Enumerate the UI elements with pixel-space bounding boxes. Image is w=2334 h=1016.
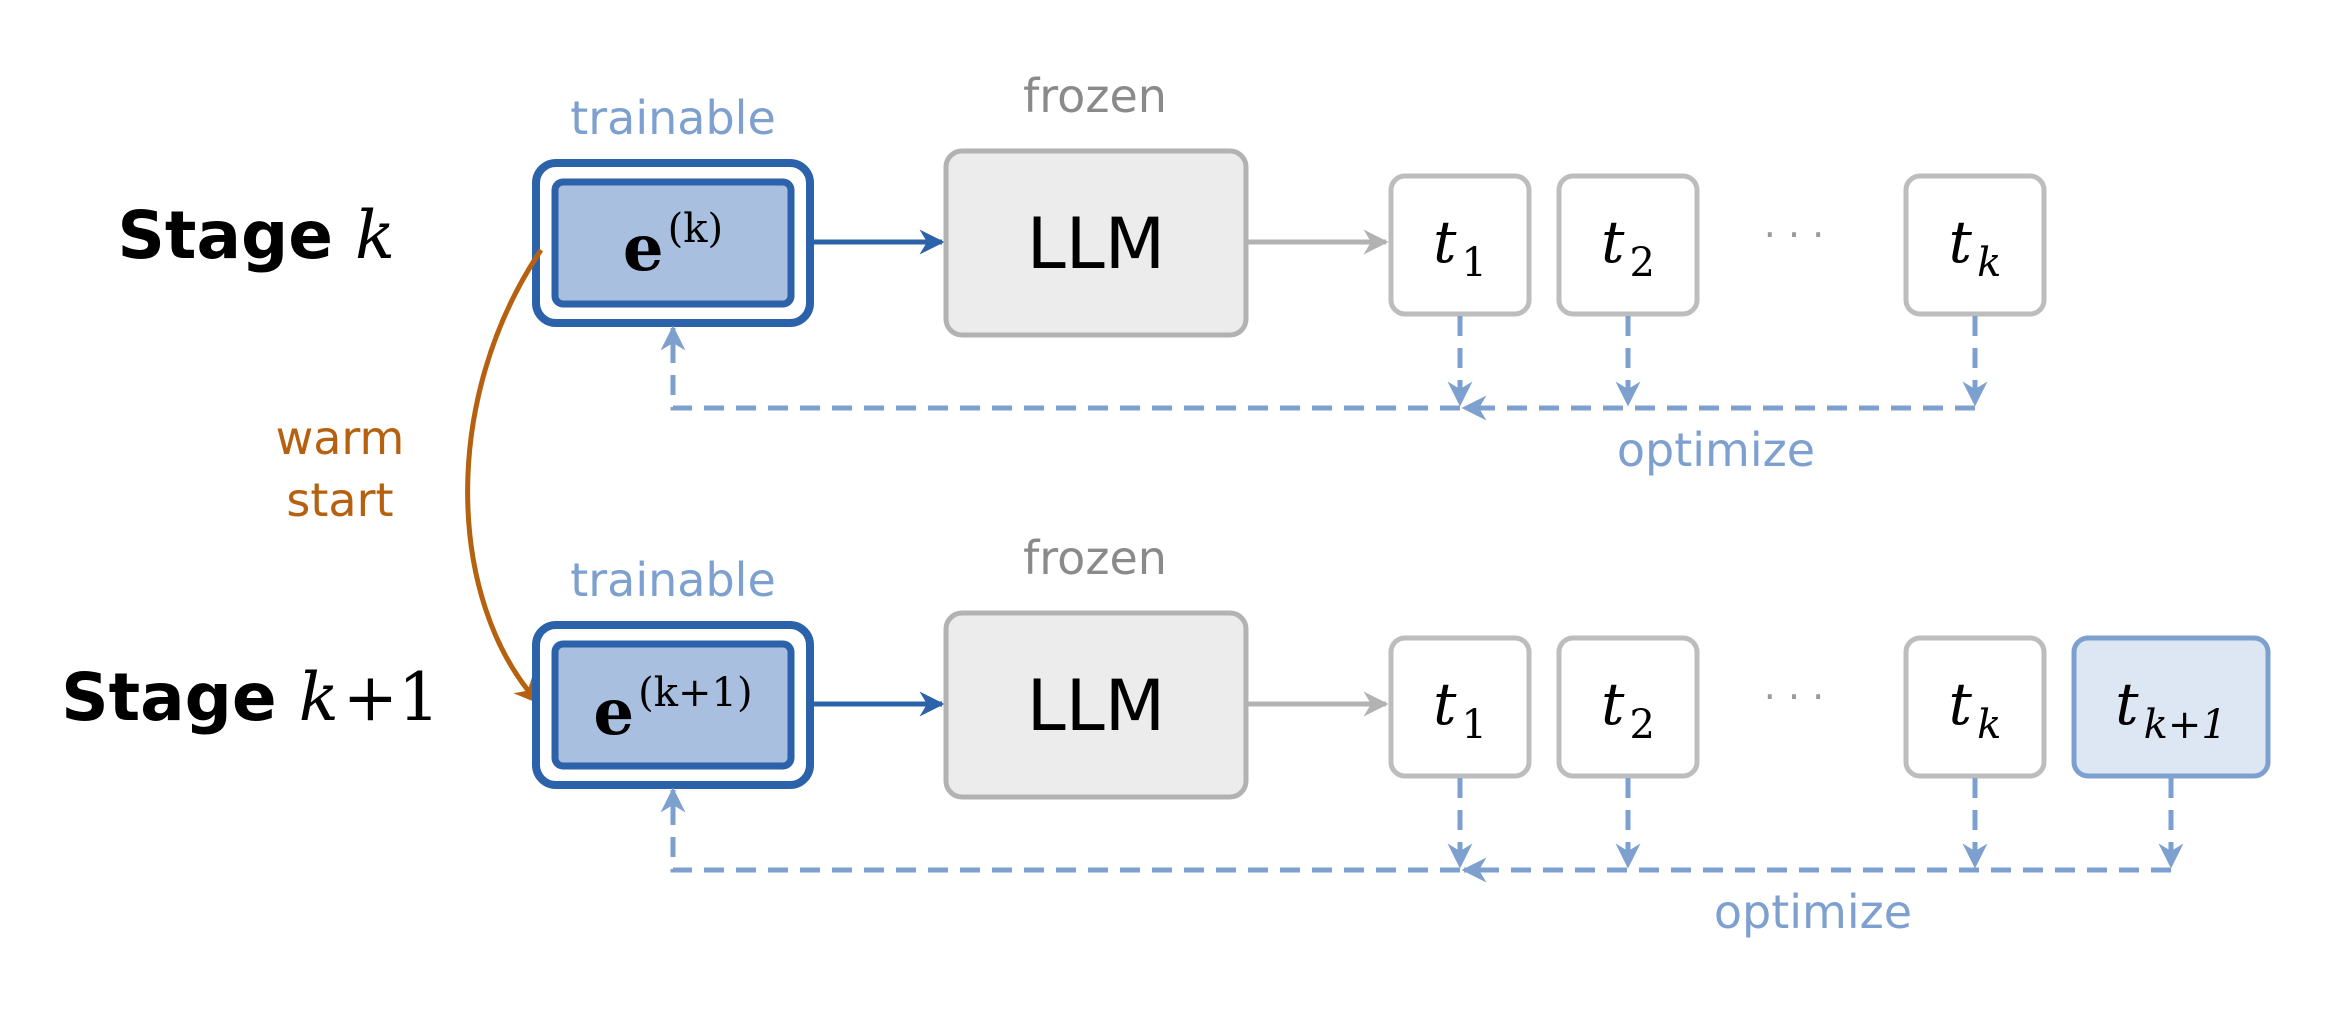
stage-k1-frozen-label: frozen: [1023, 531, 1167, 585]
warm-start-arrow: [465, 248, 544, 704]
stage-k1-row: Stage k +1 trainable frozen e (k+1) LLM …: [61, 531, 2271, 939]
svg-text:t 1: t 1: [1433, 670, 1487, 748]
stage-k-llm-box: LLM: [943, 148, 1249, 338]
svg-text:t k: t k: [1949, 208, 2002, 286]
stage-k1-llm-label: LLM: [1027, 665, 1165, 747]
stage-k-token-2: t 2: [1556, 173, 1700, 317]
stage-k-row: Stage k trainable frozen e (k) LLM t 1: [117, 69, 2047, 477]
stage-k-frozen-label: frozen: [1023, 69, 1167, 123]
stage-k1-optimize-label: optimize: [1714, 885, 1912, 939]
svg-text:t k: t k: [1949, 670, 2002, 748]
stage-k-optimize-loop: [660, 316, 1988, 421]
svg-text:t k+1: t k+1: [2115, 670, 2227, 748]
stage-k1-optimize-loop: [660, 778, 2184, 883]
stage-k1-embedding-symbol: e (k+1): [593, 670, 752, 750]
svg-text:t 2: t 2: [1601, 670, 1655, 748]
svg-text:t 1: t 1: [1433, 208, 1487, 286]
stage-k-token-k: t k: [1903, 173, 2047, 317]
stage-k-embedding-symbol: e (k): [623, 206, 723, 286]
stage-k-label: Stage k: [117, 197, 395, 274]
stage-k1-token-k-plus-1: t k+1: [2071, 635, 2271, 779]
stage-k1-llm-box: LLM: [943, 610, 1249, 800]
stage-k-optimize-label: optimize: [1617, 423, 1815, 477]
stage-k1-label: Stage k +1: [61, 659, 440, 736]
warm-start: warm start: [276, 248, 544, 704]
stage-k1-token-1: t 1: [1388, 635, 1532, 779]
stage-k1-trainable-label: trainable: [570, 553, 776, 607]
svg-text:t 2: t 2: [1601, 208, 1655, 286]
stage-k1-token-ellipsis: · · ·: [1764, 675, 1824, 719]
stage-k-token-ellipsis: · · ·: [1764, 213, 1824, 257]
stage-k1-token-2: t 2: [1556, 635, 1700, 779]
stage-k-token-1: t 1: [1388, 173, 1532, 317]
stage-k-embedding-box: e (k): [532, 159, 814, 327]
stage-k-llm-label: LLM: [1027, 203, 1165, 285]
stage-k-trainable-label: trainable: [570, 91, 776, 145]
warm-start-label-line2: start: [286, 473, 393, 527]
stage-k1-token-k: t k: [1903, 635, 2047, 779]
warm-start-label-line1: warm: [276, 411, 405, 465]
stage-k1-embedding-box: e (k+1): [532, 621, 814, 789]
